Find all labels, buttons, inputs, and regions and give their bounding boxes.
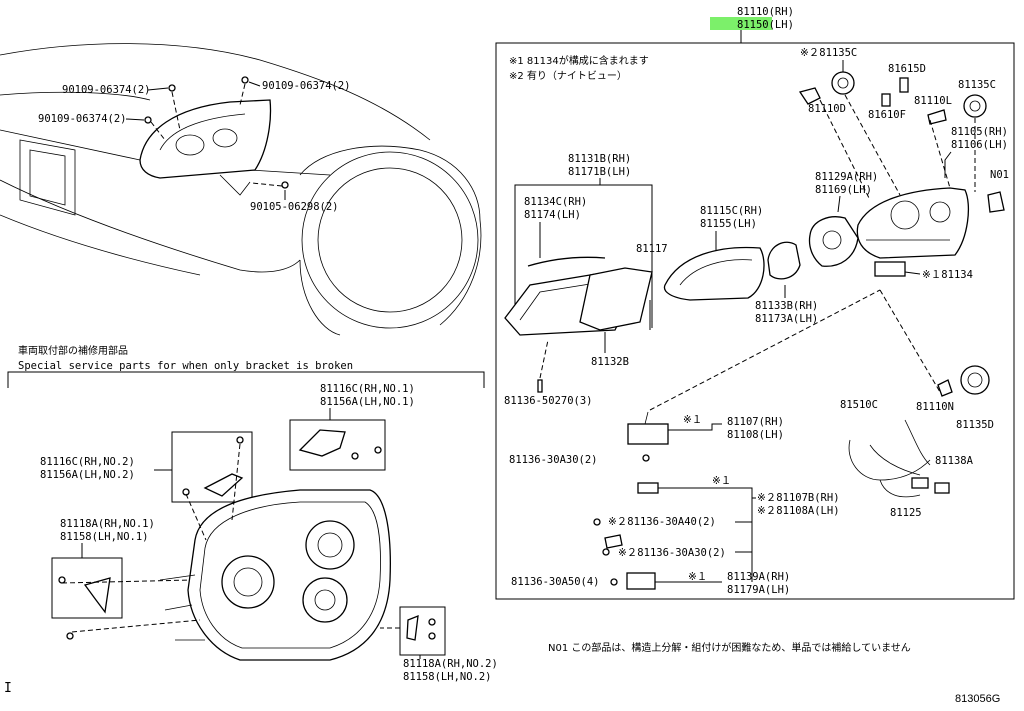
- service-title-en: Special service parts for when only brac…: [18, 360, 353, 372]
- label-81116c-rh2[interactable]: 81116C(RH,NO.2): [40, 456, 135, 468]
- assy-rh-label[interactable]: 81110(RH): [737, 6, 794, 18]
- cover-81139a: [626, 572, 656, 590]
- label-81615d[interactable]: 81615D: [888, 63, 926, 75]
- bolt-label-a[interactable]: 90109-06374(2): [62, 84, 151, 96]
- label-81135c-b[interactable]: 81135C: [958, 79, 996, 91]
- service-bracket-line: [7, 371, 485, 388]
- label-81139a[interactable]: 81139A(RH): [727, 571, 790, 583]
- socket-81110d: [798, 87, 821, 105]
- projector-81129a: [808, 216, 859, 267]
- label-81135d[interactable]: 81135D: [956, 419, 994, 431]
- label-81108a[interactable]: ※２81108A(LH): [757, 505, 840, 517]
- label-81131b[interactable]: 81131B(RH): [568, 153, 631, 165]
- label-81129a[interactable]: 81129A(RH): [815, 171, 878, 183]
- bolt-label-b[interactable]: 90109-06374(2): [262, 80, 351, 92]
- gasket-81134c: [527, 256, 606, 267]
- label-81155[interactable]: 81155(LH): [700, 218, 757, 230]
- label-81115c[interactable]: 81115C(RH): [700, 205, 763, 217]
- gasket-81134: [874, 261, 906, 277]
- note-81107: ※１: [683, 414, 702, 426]
- label-81106[interactable]: 81106(LH): [951, 139, 1008, 151]
- extension-81115c: [663, 246, 765, 301]
- label-81136-30a50[interactable]: 81136-30A50(4): [511, 576, 600, 588]
- cap-81135c-a: [831, 71, 855, 95]
- label-81136-50270[interactable]: 81136-50270(3): [504, 395, 593, 407]
- label-81158-lh2[interactable]: 81158(LH,NO.2): [403, 671, 492, 683]
- label-81136-30a30-b[interactable]: ※２81136-30A30(2): [618, 547, 726, 559]
- diagram-code: 813056G: [955, 693, 1000, 705]
- label-81510c[interactable]: 81510C: [840, 399, 878, 411]
- label-81110n[interactable]: 81110N: [916, 401, 954, 413]
- label-81108[interactable]: 81108(LH): [727, 429, 784, 441]
- label-81158-lh1[interactable]: 81158(LH,NO.1): [60, 531, 149, 543]
- label-81610f[interactable]: 81610F: [868, 109, 906, 121]
- cover-81133b: [767, 241, 801, 280]
- label-81107[interactable]: 81107(RH): [727, 416, 784, 428]
- label-81134c[interactable]: 81134C(RH): [524, 196, 587, 208]
- label-81107b[interactable]: ※２81107B(RH): [757, 492, 840, 504]
- label-81118a-rh1[interactable]: 81118A(RH,NO.1): [60, 518, 155, 530]
- note-81139: ※１: [688, 571, 707, 583]
- bracket-no2-lower-box: [399, 606, 446, 656]
- service-title-jp: 車両取付部の補修用部品: [18, 344, 128, 357]
- cap-81135d: [960, 365, 990, 395]
- ballast-81107: [627, 423, 669, 445]
- label-81110l[interactable]: 81110L: [914, 95, 952, 107]
- screw-label-d[interactable]: 90105-06298(2): [250, 201, 339, 213]
- highlight-marker: [710, 17, 772, 30]
- label-81134[interactable]: ※１81134: [922, 269, 973, 281]
- headlamp-rear-illustration: [159, 489, 391, 661]
- vehicle-front-illustration: [0, 43, 482, 336]
- label-81156a-lh2[interactable]: 81156A(LH,NO.2): [40, 469, 135, 481]
- seal-81132b: [579, 267, 653, 331]
- bottom-note: N01 この部品は、構造上分解・組付けが困難なため、単品では補給していません: [548, 641, 911, 654]
- label-81132b[interactable]: 81132B: [591, 356, 629, 368]
- label-81105[interactable]: 81105(RH): [951, 126, 1008, 138]
- label-81116c-rh1[interactable]: 81116C(RH,NO.1): [320, 383, 415, 395]
- label-81125[interactable]: 81125: [890, 507, 922, 519]
- label-81110d[interactable]: 81110D: [808, 103, 846, 115]
- bracket-no1-lower-box: [51, 557, 123, 619]
- bracket-no1-box: [289, 419, 386, 471]
- label-81136-30a30-a[interactable]: 81136-30A30(2): [509, 454, 598, 466]
- label-81118a-rh2[interactable]: 81118A(RH,NO.2): [403, 658, 498, 670]
- label-81117[interactable]: 81117: [636, 243, 668, 255]
- label-81156a-lh1[interactable]: 81156A(LH,NO.1): [320, 396, 415, 408]
- label-81179a[interactable]: 81179A(LH): [727, 584, 790, 596]
- label-81174[interactable]: 81174(LH): [524, 209, 581, 221]
- label-81135c-a[interactable]: ※２81135C: [800, 47, 857, 59]
- headlamp-housing-81105: [856, 187, 970, 259]
- label-81136-30a40[interactable]: ※２81136-30A40(2): [608, 516, 716, 528]
- cap-81135c-b: [963, 94, 987, 118]
- label-n01[interactable]: N01: [990, 169, 1009, 181]
- label-81133b[interactable]: 81133B(RH): [755, 300, 818, 312]
- label-81138a[interactable]: 81138A: [935, 455, 974, 467]
- bulb-81610f: [881, 93, 891, 107]
- assembly-frame: [495, 42, 1015, 600]
- label-81171b[interactable]: 81171B(LH): [568, 166, 631, 178]
- note-1: ※1 81134が構成に含まれます: [509, 54, 649, 67]
- note-1-b: ※１: [712, 475, 731, 487]
- bulb-81615d: [899, 77, 909, 93]
- bolt-label-c[interactable]: 90109-06374(2): [38, 113, 127, 125]
- bracket-no2-box: [171, 431, 253, 503]
- label-81173a[interactable]: 81173A(LH): [755, 313, 818, 325]
- footer-marker: I: [4, 681, 12, 696]
- label-81169[interactable]: 81169(LH): [815, 184, 872, 196]
- assy-lh-label[interactable]: 81150(LH): [737, 19, 794, 31]
- note-2: ※2 有り（ナイトビュー）: [509, 69, 627, 82]
